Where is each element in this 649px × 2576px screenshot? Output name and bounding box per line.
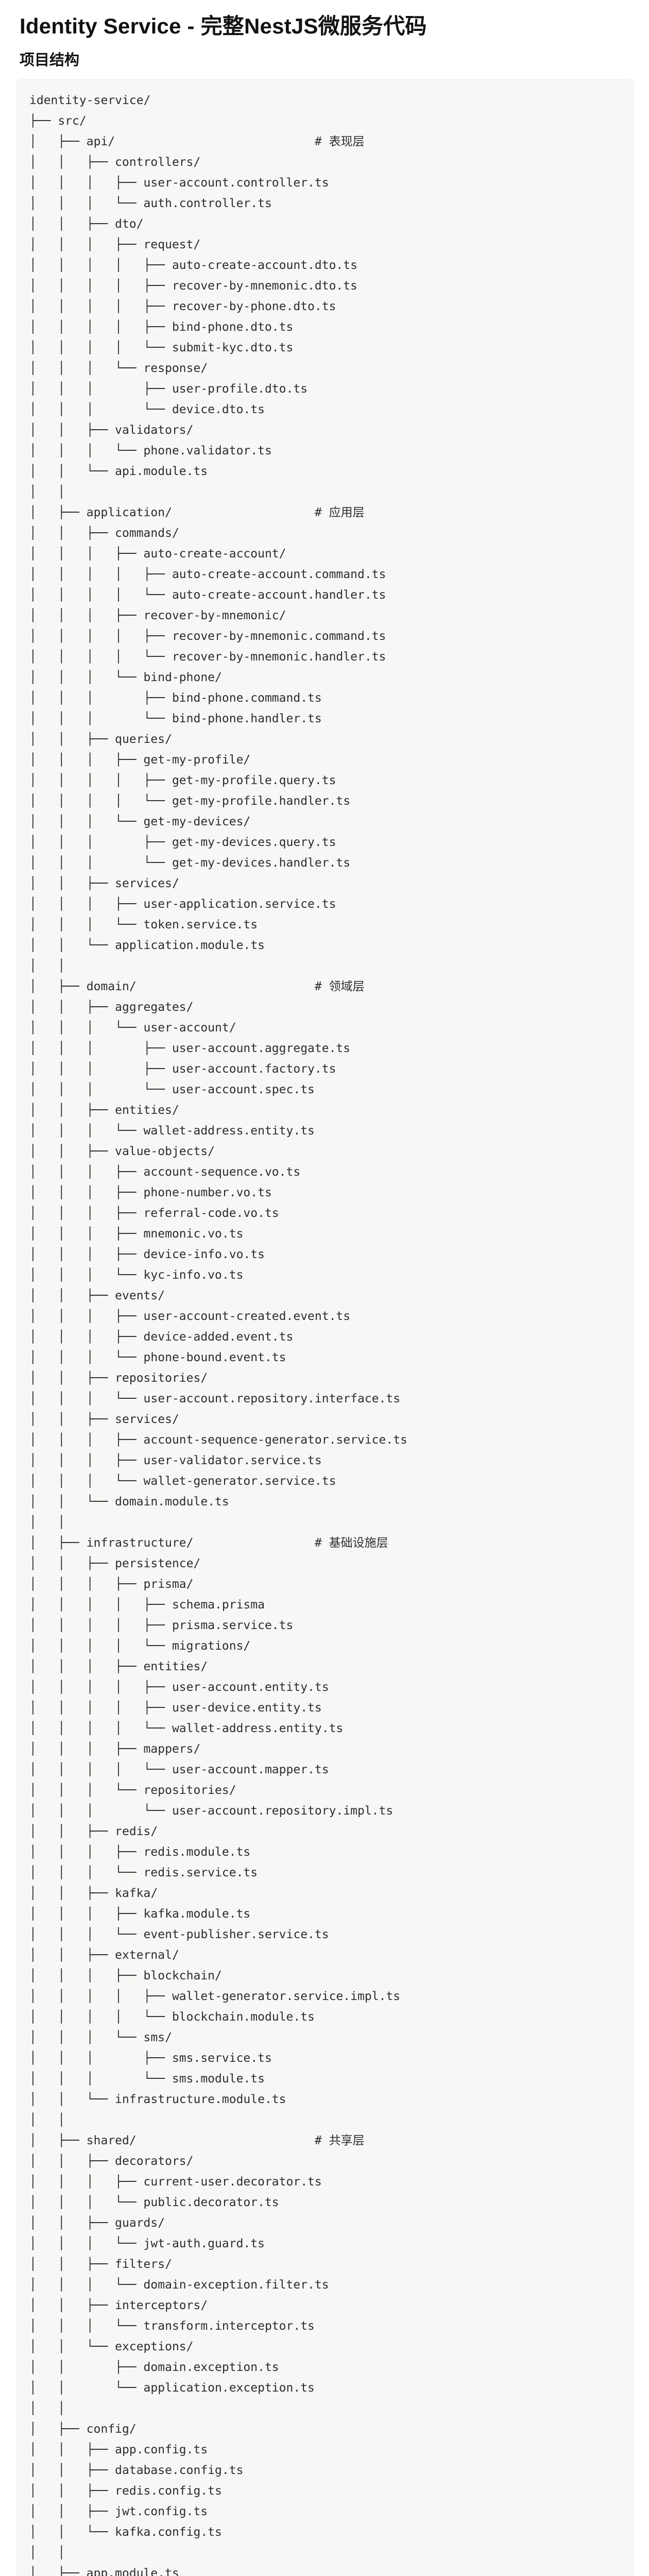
page-title: Identity Service - 完整NestJS微服务代码 (20, 14, 427, 38)
code-block: identity-service/ ├── src/ │ ├── api/ # … (16, 79, 634, 2576)
section-heading: 项目结构 (20, 52, 80, 69)
file-tree: identity-service/ ├── src/ │ ├── api/ # … (29, 94, 407, 2576)
